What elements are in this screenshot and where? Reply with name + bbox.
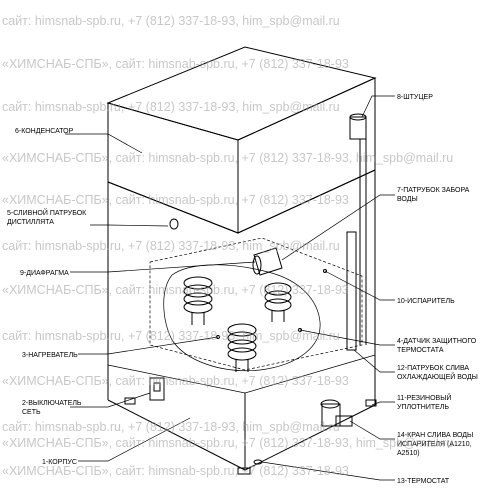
heater-coil-left (183, 276, 213, 325)
label-3-heater: 3-НАГРЕВАТЕЛЬ (22, 352, 78, 359)
drain-tap-14 (320, 399, 353, 427)
label-10-evaporator: 10-ИСПАРИТЕЛЬ (397, 298, 455, 305)
watermark-line: «ХИМСНАБ-СПБ», сайт: himsnab-spb.ru, +7 … (2, 283, 349, 297)
label-9-diaphragm: 9-ДИАФРАГМА (20, 270, 69, 277)
watermark-line: «ХИМСНАБ-СПБ», сайт: himsnab-spb.ru, +7 … (2, 464, 349, 478)
power-switch (149, 377, 165, 401)
drain-pipe-12 (346, 231, 357, 351)
watermark-line: сайт: himsnab-spb.ru, +7 (812) 337-18-93… (2, 420, 340, 434)
watermark-line: сайт: himsnab-spb.ru, +7 (812) 337-18-93… (2, 329, 340, 343)
watermark-line: «ХИМСНАБ-СПБ», сайт: himsnab-spb.ru, +7 … (2, 436, 453, 450)
diaphragm-shape (163, 264, 321, 372)
watermark-line: «ХИМСНАБ-СПБ», сайт: himsnab-spb.ru, +7 … (2, 374, 349, 388)
leader-lines (65, 95, 395, 481)
distillate-nozzle (169, 218, 179, 230)
label-8-fitting: 8-ШТУЦЕР (397, 94, 433, 101)
watermark-line: «ХИМСНАБ-СПБ», сайт: himsnab-spb.ru, +7 … (2, 151, 453, 165)
watermark: сайт: himsnab-spb.ru, +7 (812) 337-18-93… (2, 14, 453, 478)
label-1-housing: 1-КОРПУС (42, 459, 77, 466)
heater-coil-right (264, 282, 292, 322)
intake-pipe (252, 247, 283, 276)
distiller-drawing (106, 46, 377, 475)
label-6-condenser: 6-КОНДЕНСАТОР (15, 128, 74, 135)
fitting-8 (349, 113, 367, 345)
watermark-line: сайт: himsnab-spb.ru, +7 (812) 337-18-93… (2, 239, 340, 253)
watermark-line: «ХИМСНАБ-СПБ», сайт: himsnab-spb.ru, +7 … (2, 193, 349, 207)
housing-box (107, 169, 377, 475)
label-13-thermostat: 13-ТЕРМОСТАТ (397, 478, 450, 485)
heater-coil-center (227, 323, 257, 372)
watermark-line: сайт: himsnab-spb.ru, +7 (812) 337-18-93… (2, 100, 340, 114)
watermark-line: сайт: himsnab-spb.ru, +7 (812) 337-18-93… (2, 14, 340, 28)
watermark-line: «ХИМСНАБ-СПБ», сайт: himsnab-spb.ru, +7 … (2, 57, 349, 71)
evaporator-chamber (149, 237, 363, 371)
